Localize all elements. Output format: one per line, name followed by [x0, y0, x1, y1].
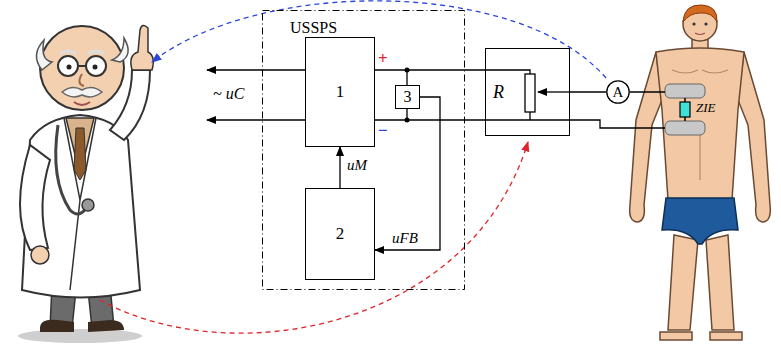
patient-figure	[668, 235, 734, 330]
impedance-symbol	[680, 102, 690, 117]
polarity-mark: −	[378, 122, 388, 141]
doctor-figure	[93, 65, 98, 70]
power-stage-block: 1	[305, 37, 375, 147]
block-label: 3	[404, 88, 412, 106]
polarity-mark: +	[378, 50, 388, 69]
doctor-figure	[86, 56, 106, 76]
ammeter-symbol: A	[606, 80, 630, 104]
system-boundary: USSPS 1 2 3	[262, 10, 465, 290]
signal-name: uM	[347, 157, 367, 174]
doctor-figure	[58, 56, 78, 76]
wire	[485, 119, 570, 120]
boundary-outline	[263, 11, 465, 290]
patient-figure	[738, 52, 770, 222]
doctor-figure	[60, 51, 104, 54]
doctor-figure	[18, 329, 142, 343]
patient-figure	[656, 48, 744, 200]
doctor-figure	[74, 128, 86, 180]
doctor-figure	[40, 26, 124, 110]
patient-figure	[704, 22, 707, 25]
control-curve	[100, 142, 528, 333]
doctor-figure	[18, 25, 153, 343]
doctor-figure	[62, 87, 102, 96]
doctor-figure	[78, 65, 86, 67]
wire	[207, 119, 305, 120]
signal-name: uFB	[392, 230, 418, 247]
patient-figure	[695, 33, 705, 35]
doctor-figure	[67, 65, 72, 70]
ammeter-outline	[607, 81, 629, 103]
wire	[529, 112, 530, 120]
control-block: 2	[305, 188, 375, 280]
electrode-pad	[665, 121, 705, 135]
doctor-figure	[31, 246, 49, 264]
patient-figure	[683, 5, 717, 22]
block-label: 1	[336, 82, 345, 102]
patient-figure	[660, 332, 742, 340]
sensor-block: 3	[395, 85, 420, 109]
group-title: USSPS	[290, 19, 337, 37]
wire	[570, 120, 665, 128]
patient-figure	[662, 198, 738, 244]
signal-wire	[339, 147, 340, 188]
signal-wire	[375, 119, 485, 120]
doctor-figure	[64, 118, 96, 290]
doctor-figure	[20, 145, 50, 250]
impedance-label: ZIE	[696, 101, 716, 115]
resistor-box: R	[485, 48, 570, 136]
block-label: A	[613, 84, 624, 101]
monitor-curve	[152, 1, 606, 78]
signal-wire	[570, 91, 606, 92]
doctor-figure	[40, 320, 124, 332]
signal-wire	[375, 69, 485, 70]
signal-wire	[375, 97, 440, 250]
wire	[207, 69, 305, 70]
block-label: 2	[336, 224, 345, 244]
electrode-pad	[665, 84, 705, 98]
patient-figure	[630, 5, 771, 340]
doctor-figure	[82, 199, 94, 211]
signal-name: ~ uC	[213, 85, 244, 103]
wire	[630, 91, 665, 92]
doctor-figure	[131, 25, 153, 70]
wire	[485, 70, 530, 74]
doctor-figure	[36, 38, 128, 70]
wire	[207, 70, 665, 128]
doctor-figure	[79, 74, 84, 86]
patient-figure	[630, 52, 662, 222]
potentiometer-symbol	[525, 74, 535, 112]
wire	[538, 91, 570, 92]
block-label: R	[493, 82, 504, 103]
doctor-figure	[74, 102, 90, 105]
impedance-symbol	[680, 98, 690, 121]
potentiometer-symbol	[525, 74, 535, 112]
patient-figure	[692, 22, 695, 25]
